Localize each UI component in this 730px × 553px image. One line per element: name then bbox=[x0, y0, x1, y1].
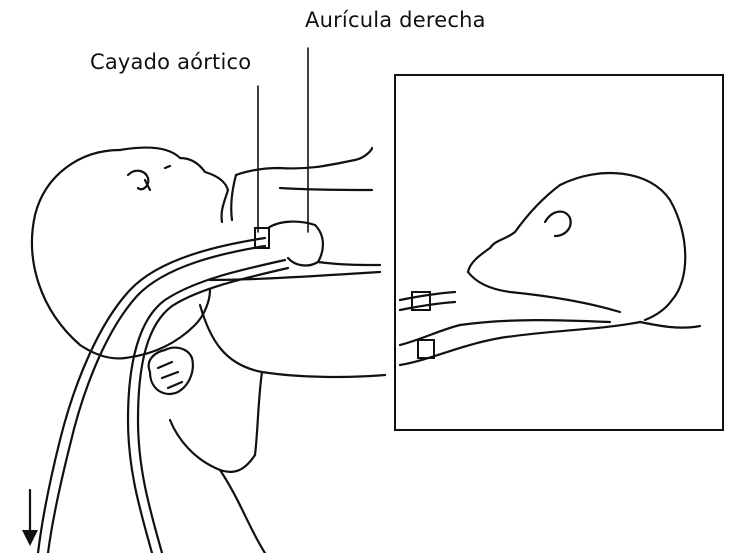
inset-neck bbox=[468, 272, 620, 312]
inset-body-line-3 bbox=[640, 322, 700, 328]
infant-eye bbox=[165, 166, 170, 168]
infant-figure bbox=[22, 148, 385, 553]
inset-cannula-upper-2 bbox=[400, 302, 455, 310]
label-auricula-derecha: Aurícula derecha bbox=[305, 8, 486, 32]
inset-connector-lower bbox=[418, 340, 434, 358]
venous-cannula-inner bbox=[138, 268, 288, 553]
inset-frame bbox=[395, 75, 723, 430]
infant-fingers bbox=[158, 362, 182, 388]
infant-face-outline bbox=[120, 148, 228, 222]
infant-lower-arm-line bbox=[220, 470, 265, 553]
inset-ear bbox=[545, 212, 571, 236]
arterial-cannula-inner bbox=[48, 246, 265, 553]
label-cayado-aortico: Cayado aórtico bbox=[90, 50, 251, 74]
inset-head-outline bbox=[560, 173, 685, 320]
infant-shoulder-line bbox=[280, 188, 372, 190]
chest-line-1 bbox=[318, 262, 380, 265]
inset-cannula-upper bbox=[400, 292, 455, 300]
inset-panel bbox=[395, 75, 723, 430]
infant-head-outline bbox=[32, 150, 125, 358]
chest-line-2 bbox=[210, 272, 380, 280]
flow-arrow-icon bbox=[22, 530, 38, 546]
infant-upper-neck bbox=[236, 148, 372, 175]
infant-torso-lower bbox=[200, 305, 385, 377]
arterial-cannula-outer bbox=[38, 238, 265, 553]
inset-body-line-1 bbox=[400, 320, 610, 345]
inset-face-outline bbox=[468, 185, 560, 272]
infant-jaw bbox=[231, 175, 236, 220]
right-atrium-shape bbox=[268, 222, 323, 266]
inset-body-line-2 bbox=[400, 322, 640, 365]
